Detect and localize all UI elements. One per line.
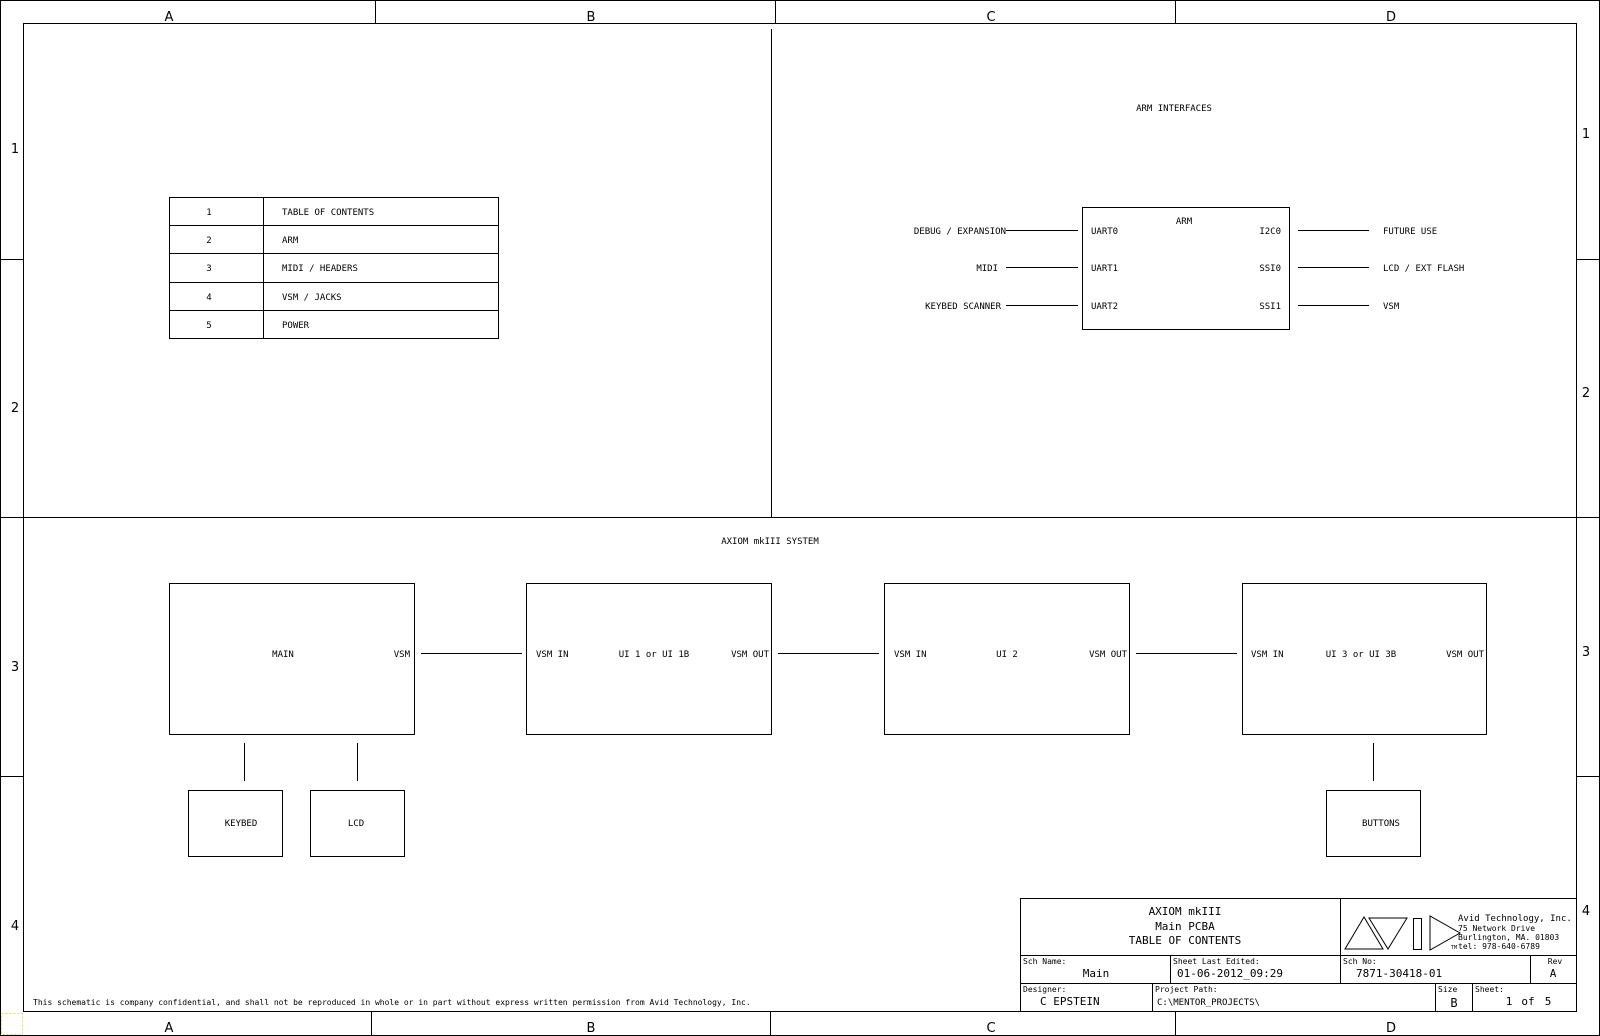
ui1-vsm-in: VSM IN <box>536 650 569 660</box>
sheet-of: of <box>1521 995 1534 1008</box>
zone-row-right-2: 2 <box>1582 386 1590 401</box>
lcd-block-label: LCD <box>348 819 364 829</box>
sheet-label: Sheet: <box>1475 985 1504 994</box>
zone-col-top-a: A <box>165 10 174 25</box>
sch-name-value: Main <box>1083 967 1110 980</box>
zone-labels: A B C D A B C D 1 2 3 4 1 2 3 4 <box>11 10 1590 1036</box>
ui2-vsm-in: VSM IN <box>894 650 927 660</box>
zone-col-top-b: B <box>587 10 596 25</box>
zone-row-right-3: 3 <box>1582 645 1590 660</box>
last-edited-label: Sheet Last Edited: <box>1173 957 1260 966</box>
net-label-midi: MIDI <box>976 264 998 274</box>
toc-table: 1 TABLE OF CONTENTS 2 ARM 3 MIDI / HEADE… <box>169 197 499 339</box>
avid-logo <box>1344 915 1462 951</box>
designer-value: C EPSTEIN <box>1040 995 1100 1008</box>
ui1-block <box>526 583 772 735</box>
sch-no-label: Sch No: <box>1343 957 1377 966</box>
corner-marker <box>1 1013 23 1035</box>
last-edited-value: 01-06-2012_09:29 <box>1177 967 1283 980</box>
zone-col-bottom-d: D <box>1386 1021 1396 1036</box>
size-label: Size <box>1438 985 1457 994</box>
trademark-mark: TM <box>1451 945 1457 951</box>
main-block-label: MAIN <box>272 650 294 660</box>
arm-port-i2c0: I2C0 <box>1259 227 1281 237</box>
ui3-block-label: UI 3 or UI 3B <box>1326 650 1396 660</box>
sheet-total: 5 <box>1545 995 1552 1008</box>
zone-col-bottom-b: B <box>587 1021 596 1036</box>
ui2-vsm-out: VSM OUT <box>1089 650 1128 660</box>
main-block <box>169 583 415 735</box>
sch-name-label: Sch Name: <box>1023 957 1066 966</box>
rev-label: Rev <box>1548 957 1563 966</box>
title-line-3: TABLE OF CONTENTS <box>1129 934 1242 947</box>
arm-port-ssi0: SSI0 <box>1259 264 1281 274</box>
net-label-keybed-scanner: KEYBED SCANNER <box>925 302 1001 312</box>
arm-interfaces-title: ARM INTERFACES <box>1136 104 1212 114</box>
arm-port-ssi1: SSI1 <box>1259 302 1281 312</box>
company-phone: tel: 978-640-6789 <box>1458 942 1540 951</box>
title-block: AXIOM mkIII Main PCBA TABLE OF CONTENTS … <box>1020 898 1577 1012</box>
arm-port-uart2: UART2 <box>1091 302 1118 312</box>
net-label-debug-expansion: DEBUG / EXPANSION <box>914 227 1006 237</box>
arm-port-uart1: UART1 <box>1091 264 1118 274</box>
toc-title-2: ARM <box>282 236 299 246</box>
net-label-vsm: VSM <box>1383 302 1400 312</box>
main-vsm-port: VSM <box>394 650 411 660</box>
arm-port-uart0: UART0 <box>1091 227 1118 237</box>
arm-block <box>1082 207 1290 330</box>
zone-row-right-4: 4 <box>1582 904 1590 919</box>
zone-col-top-c: C <box>986 10 995 25</box>
toc-num-3: 3 <box>206 264 211 274</box>
zone-row-left-3: 3 <box>11 660 19 675</box>
ui3-vsm-in: VSM IN <box>1251 650 1284 660</box>
ui2-block <box>884 583 1130 735</box>
rev-value: A <box>1550 967 1557 980</box>
net-label-future-use: FUTURE USE <box>1383 227 1437 237</box>
company-address-2: Burlington, MA. 01803 <box>1458 933 1559 942</box>
ui1-block-label: UI 1 or UI 1B <box>619 650 689 660</box>
toc-num-2: 2 <box>206 236 211 246</box>
toc-num-5: 5 <box>206 321 211 331</box>
lcd-block <box>310 790 405 857</box>
zone-col-bottom-c: C <box>986 1021 995 1036</box>
toc-num-4: 4 <box>206 293 211 303</box>
ui2-block-label: UI 2 <box>996 650 1018 660</box>
toc-title-5: POWER <box>282 321 310 331</box>
arm-interfaces-diagram: ARM INTERFACES ARM UART0 UART1 UART2 I2C… <box>914 104 1464 330</box>
buttons-block <box>1326 790 1421 857</box>
ui3-vsm-out: VSM OUT <box>1446 650 1485 660</box>
zone-col-top-d: D <box>1386 10 1396 25</box>
toc-title-1: TABLE OF CONTENTS <box>282 208 374 218</box>
toc-title-4: VSM / JACKS <box>282 293 342 303</box>
arm-block-label: ARM <box>1176 217 1193 227</box>
net-label-lcd-ext-flash: LCD / EXT FLASH <box>1383 264 1464 274</box>
toc-title-3: MIDI / HEADERS <box>282 264 358 274</box>
ui1-vsm-out: VSM OUT <box>731 650 770 660</box>
zone-row-left-4: 4 <box>11 919 19 934</box>
sch-no-value: 7871-30418-01 <box>1356 967 1442 980</box>
project-path-label: Project Path: <box>1155 985 1218 994</box>
designer-label: Designer: <box>1023 985 1066 994</box>
buttons-block-label: BUTTONS <box>1362 819 1400 829</box>
zone-row-right-1: 1 <box>1582 127 1590 142</box>
title-line-2: Main PCBA <box>1155 920 1215 933</box>
system-diagram: AXIOM mkIII SYSTEM MAIN VSM VSM IN UI 1 … <box>169 537 1487 857</box>
toc-num-1: 1 <box>206 208 211 218</box>
keybed-block <box>188 790 283 857</box>
confidentiality-note: This schematic is company confidential, … <box>33 998 751 1007</box>
keybed-block-label: KEYBED <box>225 819 258 829</box>
system-title: AXIOM mkIII SYSTEM <box>721 537 819 547</box>
zone-col-bottom-a: A <box>165 1021 174 1036</box>
zone-row-left-2: 2 <box>11 401 19 416</box>
company-name: Avid Technology, Inc. <box>1458 914 1572 924</box>
ui3-block <box>1242 583 1487 735</box>
size-value: B <box>1450 996 1457 1010</box>
project-path-value: C:\MENTOR_PROJECTS\ <box>1157 998 1260 1008</box>
title-line-1: AXIOM mkIII <box>1149 905 1222 918</box>
company-address-1: 75 Network Drive <box>1458 924 1535 933</box>
sheet-number: 1 <box>1506 995 1513 1008</box>
zone-row-left-1: 1 <box>11 142 19 157</box>
